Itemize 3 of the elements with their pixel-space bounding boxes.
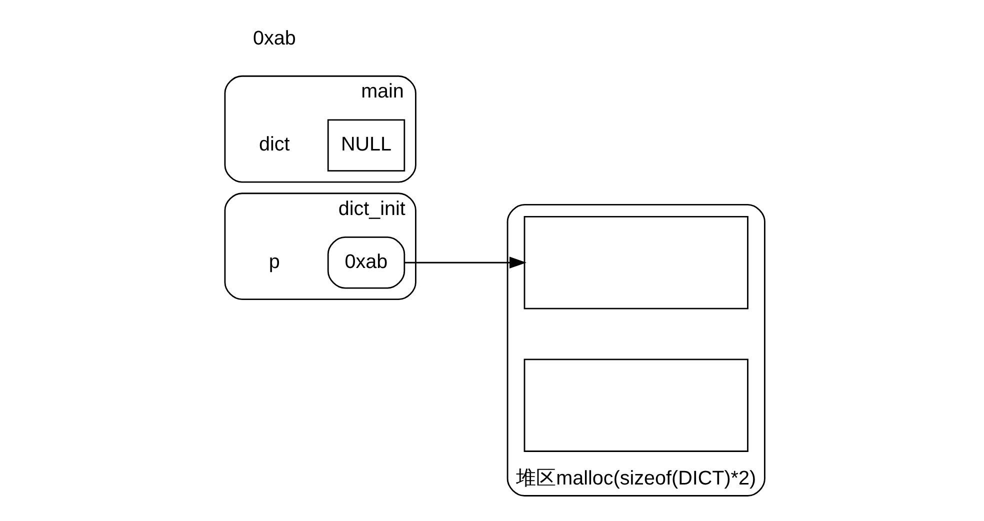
- label: 0xab: [252, 28, 296, 50]
- node-label: dict: [259, 134, 290, 156]
- node-label: p: [268, 250, 280, 273]
